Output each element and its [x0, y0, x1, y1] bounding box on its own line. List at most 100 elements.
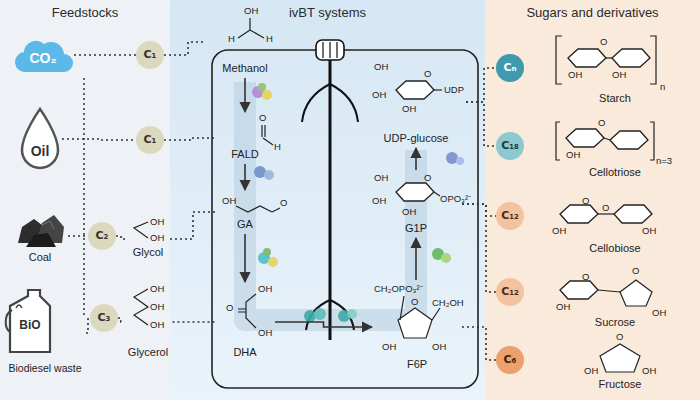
node-label: Glycerol	[128, 346, 168, 359]
node-label: UDP-glucose	[384, 132, 449, 145]
feed-connector	[462, 204, 496, 292]
feed-connector	[466, 68, 496, 102]
carbon-circle: C₁₈	[496, 132, 524, 160]
atom-label: OH	[642, 226, 656, 236]
molecule-box: Sucrose	[540, 266, 690, 332]
atom-label: O	[226, 303, 233, 313]
node-label: CO₂	[29, 50, 56, 67]
atom-label: OH	[584, 366, 598, 376]
feed-connector	[68, 235, 88, 237]
atom-label: OH	[642, 366, 656, 376]
feed-connector	[466, 102, 496, 146]
node-label: Glycol	[133, 246, 164, 259]
atom-label: OH	[612, 70, 626, 80]
atom-label: OH	[150, 302, 164, 312]
node-label: Sucrose	[595, 316, 635, 329]
carbon-circle: C₃	[90, 304, 118, 332]
feed-connector	[462, 204, 496, 216]
coal-icon: Coal	[12, 205, 68, 267]
atom-label: O	[424, 69, 431, 79]
carbon-circle: C₁	[136, 41, 164, 69]
atom-label: O	[632, 266, 639, 276]
atom-label: O	[424, 173, 431, 183]
node-label: Oil	[31, 143, 50, 160]
carbon-count: Cₙ	[503, 61, 516, 74]
cell-membrane	[212, 50, 478, 388]
feed-line	[84, 78, 85, 318]
atom-label: OH	[150, 233, 164, 243]
atom-label: OH	[566, 150, 580, 160]
column-heading: Sugars and derivatives	[526, 5, 658, 21]
carbon-count: C₁₂	[501, 285, 519, 298]
atom-label: OPO₃²⁻	[440, 194, 471, 204]
carbon-circle: C₁₂	[496, 278, 524, 306]
column-band: FeedstocksCO₂ OilCoalBiOBiodiesel waste C₁…	[0, 0, 170, 400]
atom-label: H	[266, 34, 273, 44]
atom-label: O	[411, 297, 418, 307]
reaction-arrow	[244, 78, 246, 112]
transporter	[302, 40, 358, 340]
molecule-box: Fructose	[570, 334, 670, 394]
node-label: G1P	[405, 222, 427, 235]
atom-label: H	[228, 34, 235, 44]
carbon-count: C₃	[98, 311, 111, 324]
atom-label: OH	[150, 284, 164, 294]
feed-connector	[62, 139, 136, 140]
atom-label: OH	[374, 173, 388, 183]
atom-label: O	[259, 113, 266, 123]
node-label: GA	[237, 218, 253, 231]
molecule-box: Starch	[540, 26, 690, 108]
atom-label: OH	[150, 320, 164, 330]
atom-label: OH	[402, 104, 416, 114]
atom-label: OH	[552, 226, 566, 236]
node-label: Methanol	[222, 62, 267, 75]
atom-label: OH	[372, 196, 386, 206]
node-label: Fructose	[599, 378, 642, 391]
reaction-arrow	[415, 148, 417, 170]
biodiesel-jug: BiOBiodiesel waste	[4, 288, 86, 378]
atom-label: OH	[652, 308, 666, 318]
atom-label: OH	[382, 342, 396, 352]
column-heading: ivBT systems	[289, 5, 366, 21]
atom-label: OH	[222, 196, 236, 206]
node-label: Coal	[29, 251, 52, 264]
atom-label: O	[582, 272, 589, 282]
reaction-arrow	[415, 238, 417, 280]
node-label: FALD	[231, 148, 259, 161]
feed-connector	[116, 236, 126, 239]
reaction-arrow	[244, 164, 246, 190]
node-label: Cellotriose	[589, 166, 641, 179]
feed-connector	[164, 42, 205, 55]
atom-label: OH	[402, 207, 416, 217]
atom-label: O	[582, 196, 589, 206]
node-label: Cellobiose	[589, 242, 640, 255]
carbon-count: C₁₂	[501, 209, 519, 222]
atom-label: UDP	[444, 85, 464, 95]
carbon-circle: C₁	[136, 126, 164, 154]
feed-connector	[86, 318, 90, 333]
node-label: Biodiesel waste	[9, 362, 82, 375]
molecule-box: Glycerol	[124, 282, 173, 362]
atom-label: n	[660, 82, 665, 92]
atom-label: OH	[568, 70, 582, 80]
molecule-box: Cellobiose	[540, 190, 690, 258]
feed-connector	[74, 54, 136, 56]
node-label: F6P	[407, 358, 427, 371]
oil-drop: Oil	[18, 106, 62, 172]
oil-drop-shape	[18, 106, 62, 172]
carbon-circle: C₂	[88, 222, 116, 250]
carbon-count: C₁	[144, 133, 157, 146]
atom-label: OH	[556, 302, 570, 312]
node-label: Starch	[599, 92, 631, 105]
feed-connector	[173, 321, 216, 323]
column-heading: Feedstocks	[52, 5, 118, 21]
enzyme-blobs	[252, 83, 464, 322]
co2-cloud: CO₂	[12, 32, 74, 78]
feed-connector	[462, 327, 496, 360]
molecule-structures	[134, 18, 656, 372]
atom-label: OH	[432, 342, 446, 352]
atom-label: CH₂OH	[432, 298, 464, 308]
